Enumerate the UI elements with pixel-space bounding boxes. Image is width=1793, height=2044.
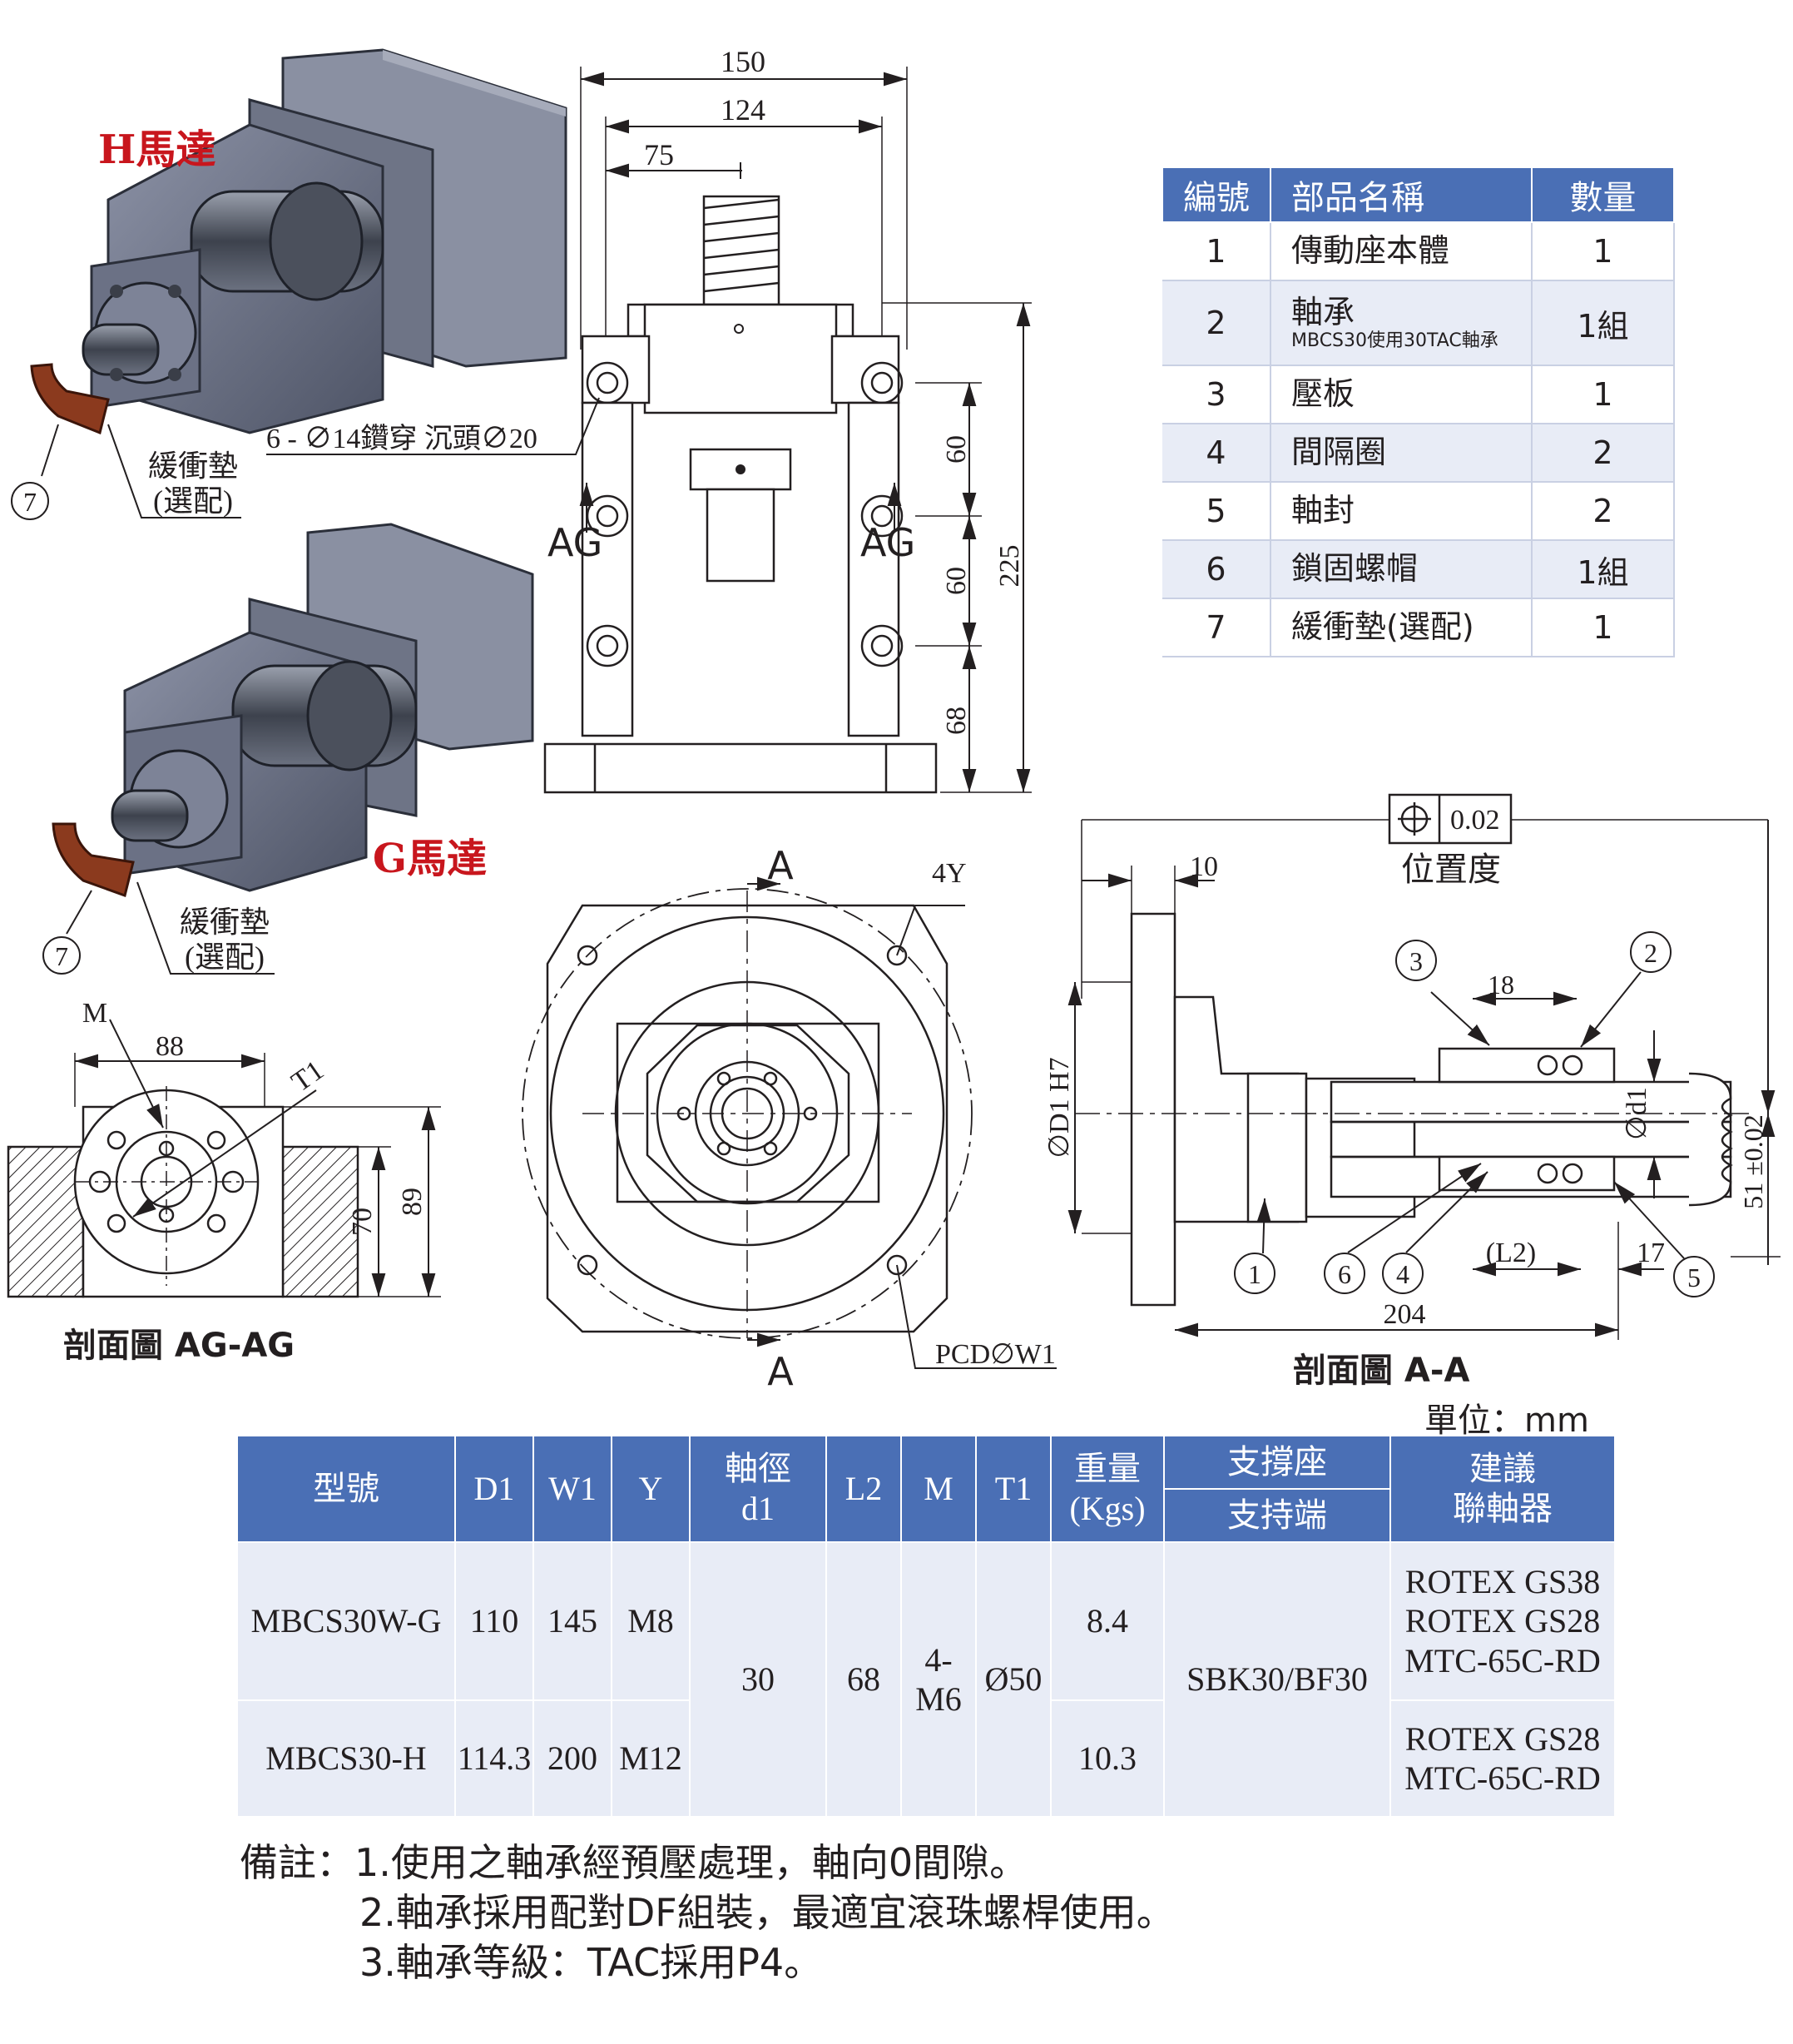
parts-header-qty: 數量 (1531, 166, 1675, 223)
svg-text:3: 3 (1409, 946, 1423, 976)
svg-text:緩衝墊: 緩衝墊 (180, 905, 270, 939)
pcd-label: PCD∅W1 (935, 1339, 1056, 1370)
svg-text:位置度: 位置度 (1401, 851, 1501, 888)
h-motor-label: H馬達 (98, 127, 215, 173)
svg-text:10: 10 (1190, 851, 1218, 882)
svg-text:225: 225 (994, 545, 1025, 588)
parts-row: 1 傳動座本體 1 (1162, 222, 1675, 281)
h-motor-render (82, 48, 567, 434)
svg-text:(L2): (L2) (1486, 1238, 1536, 1268)
spec-header-coupling: 建議 聯軸器 (1389, 1435, 1616, 1543)
spec-row-mbcs30-h: MBCS30-H 114.3 200 M12 10.3 ROTEX GS28 M… (236, 1699, 1616, 1818)
svg-text:M: M (82, 998, 107, 1029)
section-aa-title: 剖面圖 A-A (1293, 1352, 1470, 1390)
svg-text:204: 204 (1384, 1299, 1426, 1330)
parts-table: 編號 部品名稱 數量 1 傳動座本體 1 2 軸承 MBCS30使用30TAC軸… (1161, 166, 1675, 657)
note-2: 2.軸承採用配對DF組裝，最適宜滾珠螺桿使用。 (359, 1890, 1175, 1935)
svg-text:7: 7 (23, 487, 37, 517)
svg-text:7: 7 (55, 941, 68, 971)
note-1: 1.使用之軸承經預壓處理，軸向0間隙。 (354, 1840, 1028, 1885)
balloon-7-g (42, 936, 81, 975)
svg-text:60: 60 (941, 567, 972, 595)
svg-text:70: 70 (347, 1208, 378, 1236)
svg-text:89: 89 (397, 1188, 428, 1216)
svg-text:(選配): (選配) (185, 940, 265, 974)
spec-header-model: 型號 (236, 1435, 456, 1543)
svg-text:5: 5 (1687, 1263, 1701, 1292)
svg-text:75: 75 (644, 138, 674, 171)
unit-label: 單位：mm (1424, 1402, 1589, 1440)
section-ag-view (7, 1019, 441, 1298)
position-tolerance: 0.02 (1450, 805, 1500, 836)
section-aa-view (1067, 793, 1781, 1340)
front-view (266, 67, 1032, 794)
parts-row: 3 壓板 1 (1162, 365, 1675, 424)
section-ag-title: 剖面圖 AG-AG (63, 1327, 295, 1365)
parts-header-no: 編號 (1161, 166, 1271, 223)
svg-text:緩衝墊: 緩衝墊 (148, 449, 238, 483)
part-sub-note: MBCS30使用30TAC軸承 (1291, 330, 1498, 352)
notes-prefix: 備註： (240, 1840, 354, 1885)
svg-text:60: 60 (941, 435, 972, 464)
svg-text:T1: T1 (286, 1054, 329, 1098)
hole-note: 6 - ∅14鑽穿 沉頭∅20 (266, 423, 537, 454)
svg-text:124: 124 (721, 93, 765, 127)
balloon-7-h (11, 482, 49, 520)
svg-text:6: 6 (1338, 1259, 1351, 1289)
parts-row: 2 軸承 MBCS30使用30TAC軸承 1組 (1162, 280, 1675, 366)
note-3: 3.軸承等級：TAC採用P4。 (359, 1940, 823, 1985)
svg-text:51 ±0.02: 51 ±0.02 (1738, 1114, 1768, 1209)
svg-text:68: 68 (941, 707, 972, 735)
parts-header-name: 部品名稱 (1270, 166, 1533, 223)
svg-text:17: 17 (1637, 1238, 1665, 1268)
end-view (522, 876, 1057, 1369)
spec-row-mbcs30w-g: MBCS30W-G 110 145 M8 30 68 4-M6 Ø50 8.4 … (236, 1541, 1616, 1818)
svg-text:4Y: 4Y (932, 858, 967, 889)
section-a-marker-top: A (767, 843, 794, 888)
spec-header-shaft: 軸徑 d1 (689, 1435, 827, 1543)
svg-text:2: 2 (1644, 938, 1657, 968)
cushion-pad-h (30, 363, 110, 435)
g-motor-render (111, 523, 534, 892)
svg-text:∅D1 H7: ∅D1 H7 (1044, 1057, 1075, 1158)
ag-marker-left: AG (547, 520, 602, 565)
g-motor-label: G馬達 (373, 836, 487, 882)
section-a-marker-bottom: A (767, 1349, 794, 1394)
svg-text:∅d1: ∅d1 (1622, 1087, 1652, 1140)
notes: 備註：1.使用之軸承經預壓處理，軸向0間隙。 2.軸承採用配對DF組裝，最適宜滾… (240, 1838, 1175, 1987)
spec-header-weight: 重量 (Kgs) (1050, 1435, 1165, 1543)
parts-row: 6 鎖固螺帽 1組 (1162, 540, 1675, 599)
svg-text:(選配): (選配) (153, 484, 233, 518)
parts-row: 7 緩衝墊(選配) 1 (1162, 598, 1675, 657)
svg-text:18: 18 (1488, 970, 1514, 1000)
aa-balloons: 1 2 3 4 5 6 (1234, 931, 1715, 1297)
cushion-pad-g (52, 822, 135, 897)
parts-row: 4 間隔圈 2 (1162, 424, 1675, 483)
svg-text:4: 4 (1396, 1259, 1409, 1289)
spec-table: 型號 D1 W1 Y 軸徑 d1 L2 M T1 重量 (Kgs) 支撐座 建議… (236, 1435, 1616, 1818)
parts-row: 5 軸封 2 (1162, 482, 1675, 541)
svg-text:1: 1 (1248, 1259, 1261, 1289)
svg-text:88: 88 (156, 1031, 184, 1062)
ag-marker-right: AG (860, 520, 915, 565)
svg-text:150: 150 (721, 45, 765, 78)
part-name: 軸承 (1291, 293, 1355, 330)
